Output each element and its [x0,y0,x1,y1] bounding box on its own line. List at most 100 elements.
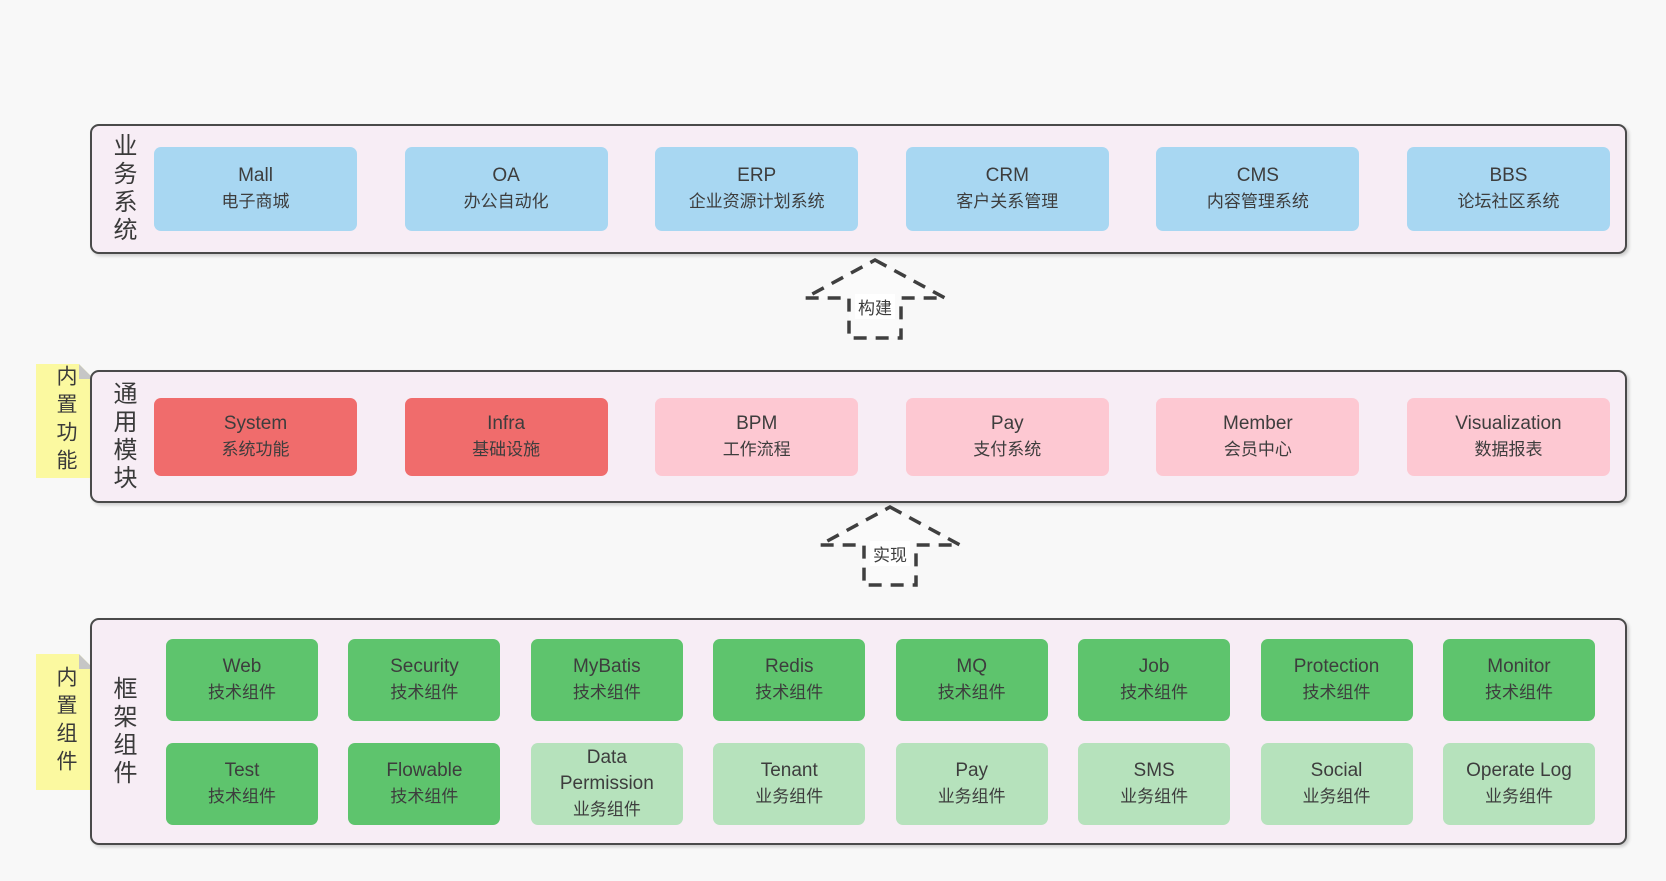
box-subtitle: 论坛社区系统 [1457,192,1560,211]
box-subtitle: 技术组件 [937,682,1006,702]
sticky-note-built-in-features: 内置功能 [36,364,94,478]
box-subtitle: 工作流程 [722,439,791,459]
box-title: Visualization [1455,412,1562,434]
layer-label-framework-components: 框架组件 [109,675,136,788]
box-title: System [223,412,288,434]
box-bbs: BBS 论坛社区系统 [1406,147,1610,231]
box-title: Mall [238,165,273,186]
layer-label-common-modules: 通用模块 [109,380,136,493]
box-system: System 系统功能 [154,397,357,476]
box-title: Protection [1293,655,1380,677]
box-title: Data Permission [559,746,654,794]
box-member: Member 会员中心 [1156,397,1360,476]
box-operate-log: Operate Log 业务组件 [1442,742,1595,825]
business-systems-box-row: Mall 电子商城 OA 办公自动化 ERP 企业资源计划系统 CRM 客户关系… [142,147,1625,231]
box-title: Social [1310,759,1363,781]
box-title: Security [390,655,459,677]
box-subtitle: 支付系统 [973,439,1042,459]
box-title: MyBatis [573,655,641,677]
box-subtitle: 技术组件 [1302,682,1371,702]
box-subtitle: 业务组件 [572,799,641,819]
box-test: Test 技术组件 [166,742,318,825]
arrow-label: 实现 [870,541,910,566]
box-title: BPM [736,412,778,434]
sticky-note-built-in-components: 内置组件 [36,654,94,790]
box-bpm: BPM 工作流程 [655,397,859,476]
box-erp: ERP 企业资源计划系统 [655,147,859,231]
box-subtitle: 客户关系管理 [956,192,1059,211]
box-subtitle: 业务组件 [1484,786,1553,806]
box-title: Test [224,759,260,781]
box-title: MQ [956,655,987,677]
box-subtitle: 技术组件 [572,682,641,702]
box-subtitle: 技术组件 [208,682,276,702]
box-mybatis: MyBatis 技术组件 [530,638,683,721]
box-title: Operate Log [1466,759,1572,781]
layer-business-systems: 业务系统 Mall 电子商城 OA 办公自动化 ERP 企业资源计划系统 CRM… [90,124,1627,254]
box-title: BBS [1489,165,1528,186]
box-pay-business: Pay 业务组件 [895,742,1048,825]
box-subtitle: 会员中心 [1223,439,1292,459]
box-subtitle: 企业资源计划系统 [688,192,825,211]
box-subtitle: 系统功能 [221,439,290,459]
arrow-build: 构建 [800,257,950,341]
box-job: Job 技术组件 [1078,638,1231,721]
box-security: Security 技术组件 [348,638,501,721]
box-monitor: Monitor 技术组件 [1442,638,1595,721]
box-title: Flowable [386,759,463,781]
box-subtitle: 数据报表 [1474,439,1543,459]
box-title: Job [1138,655,1170,677]
box-subtitle: 基础设施 [472,439,541,459]
arrow-implement: 实现 [815,504,965,588]
sticky-note-label: 内置功能 [54,365,77,477]
box-subtitle: 技术组件 [1484,682,1553,702]
box-title: OA [492,165,520,186]
box-title: SMS [1133,759,1175,781]
box-title: Pay [990,412,1024,434]
box-web: Web 技术组件 [166,638,318,721]
box-subtitle: 业务组件 [937,786,1006,806]
box-subtitle: 业务组件 [1120,786,1189,806]
box-subtitle: 技术组件 [390,682,459,702]
common-modules-box-row: System 系统功能 Infra 基础设施 BPM 工作流程 Pay 支付系统… [142,397,1625,476]
layer-label-business-systems: 业务系统 [109,133,136,245]
box-oa: OA 办公自动化 [404,147,608,231]
box-social: Social 业务组件 [1260,742,1413,825]
box-title: Infra [487,412,526,434]
box-data-permission: Data Permission 业务组件 [530,742,683,825]
box-crm: CRM 客户关系管理 [905,147,1109,231]
box-subtitle: 业务组件 [1302,786,1371,806]
box-subtitle: 技术组件 [1120,682,1189,702]
sticky-note-label: 内置组件 [54,666,77,778]
box-title: Member [1223,412,1293,434]
layer-common-modules: 通用模块 System 系统功能 Infra 基础设施 BPM 工作流程 Pay… [90,370,1627,503]
arrow-label: 构建 [855,294,895,319]
box-subtitle: 业务组件 [755,786,824,806]
box-cms: CMS 内容管理系统 [1156,147,1360,231]
box-redis: Redis 技术组件 [713,638,866,721]
box-subtitle: 技术组件 [755,682,824,702]
framework-components-rows: Web 技术组件 Security 技术组件 MyBatis 技术组件 Redi… [142,638,1625,825]
framework-components-row-2: Test 技术组件 Flowable 技术组件 Data Permission … [154,742,1610,825]
box-title: Pay [955,759,989,781]
box-title: CMS [1236,165,1279,186]
box-pay: Pay 支付系统 [905,397,1109,476]
box-mall: Mall 电子商城 [154,147,357,231]
box-protection: Protection 技术组件 [1260,638,1413,721]
box-title: Monitor [1487,655,1551,677]
box-title: CRM [985,165,1029,186]
box-title: Tenant [760,759,818,781]
box-subtitle: 内容管理系统 [1206,192,1309,211]
box-infra: Infra 基础设施 [404,397,608,476]
box-mq: MQ 技术组件 [895,638,1048,721]
box-sms: SMS 业务组件 [1078,742,1231,825]
box-title: ERP [737,165,777,186]
box-subtitle: 技术组件 [208,786,276,806]
box-subtitle: 电子商城 [221,192,290,211]
framework-components-row-1: Web 技术组件 Security 技术组件 MyBatis 技术组件 Redi… [154,638,1610,721]
box-subtitle: 办公自动化 [463,192,549,211]
box-title: Web [222,655,262,677]
box-subtitle: 技术组件 [390,786,459,806]
box-flowable: Flowable 技术组件 [348,742,501,825]
